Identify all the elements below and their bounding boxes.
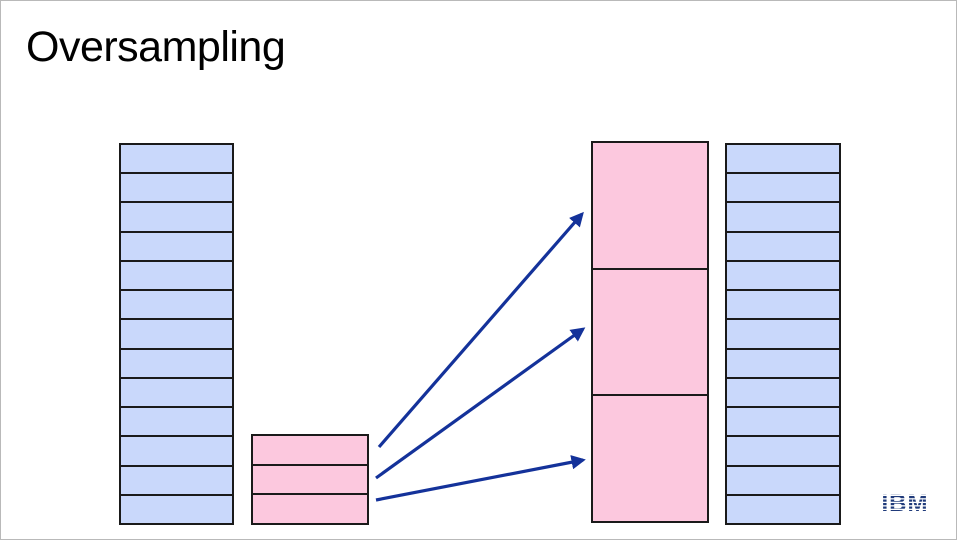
stack-cell	[593, 143, 707, 270]
stack-cell	[121, 145, 232, 175]
stack-cell	[727, 437, 839, 467]
stack-cell	[121, 291, 232, 321]
svg-text:IBM: IBM	[882, 490, 929, 517]
stack-cell	[727, 203, 839, 233]
stack-cell	[727, 378, 839, 409]
stack-cell	[593, 396, 707, 522]
stack-cell	[121, 261, 232, 292]
stack-cell	[121, 232, 232, 262]
arrow-to-middle-cell	[375, 327, 586, 480]
stack-cell	[727, 408, 839, 438]
majority-class-stack-original	[119, 143, 234, 525]
stack-cell	[593, 269, 707, 397]
stack-cell	[727, 320, 839, 350]
stack-cell	[121, 408, 232, 438]
stack-cell	[727, 495, 839, 524]
stack-cell	[121, 437, 232, 467]
stack-cell	[727, 232, 839, 262]
stack-cell	[727, 174, 839, 204]
arrow-to-bottom-cell	[375, 455, 586, 502]
stack-cell	[727, 145, 839, 175]
stack-cell	[121, 203, 232, 233]
ibm-logo-icon: IBM	[882, 490, 929, 517]
stack-cell	[121, 466, 232, 496]
stack-cell	[121, 174, 232, 204]
stack-cell	[121, 349, 232, 379]
stack-cell	[121, 320, 232, 350]
stack-cell	[727, 261, 839, 292]
stack-cell	[121, 495, 232, 524]
minority-class-stack-original	[251, 434, 369, 525]
arrow-to-top-cell	[377, 211, 584, 449]
slide-title: Oversampling	[26, 23, 286, 71]
stack-cell	[253, 436, 367, 466]
stack-cell	[727, 349, 839, 379]
stack-cell	[121, 378, 232, 409]
stack-cell	[727, 291, 839, 321]
minority-class-stack-oversampled	[591, 141, 709, 523]
stack-cell	[253, 465, 367, 496]
stack-cell	[253, 495, 367, 524]
majority-class-stack-copy	[725, 143, 841, 525]
stack-cell	[727, 466, 839, 496]
